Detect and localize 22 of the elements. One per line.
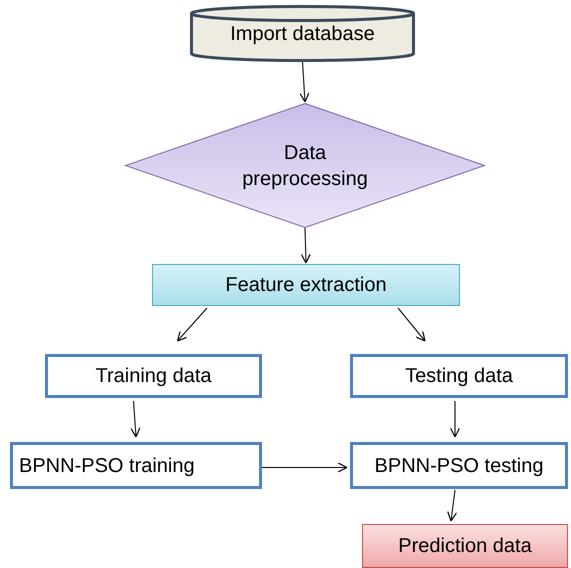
node-label: Prediction data: [398, 534, 532, 559]
arrow: [450, 400, 460, 438]
process-box: [45, 354, 262, 398]
arrow: [130, 400, 140, 438]
output-box: [362, 524, 568, 568]
node-label: BPNN-PSO testing: [374, 454, 544, 478]
node-label: Import database: [230, 22, 375, 46]
process-box: [152, 264, 460, 306]
arrow: [176, 308, 208, 342]
process-box: [10, 442, 262, 489]
node-label: Training data: [96, 364, 212, 389]
arrow: [299, 62, 310, 103]
arrow: [300, 228, 311, 264]
node-label: Testing data: [405, 364, 513, 389]
process-box: [350, 354, 568, 398]
arrow: [262, 462, 348, 473]
node-label: Data preprocessing: [241, 140, 369, 192]
node-label: Feature extraction: [225, 273, 387, 298]
node-label: BPNN-PSO training: [19, 454, 195, 478]
arrow: [447, 490, 458, 522]
arrow: [398, 308, 426, 342]
process-box: [350, 442, 568, 489]
